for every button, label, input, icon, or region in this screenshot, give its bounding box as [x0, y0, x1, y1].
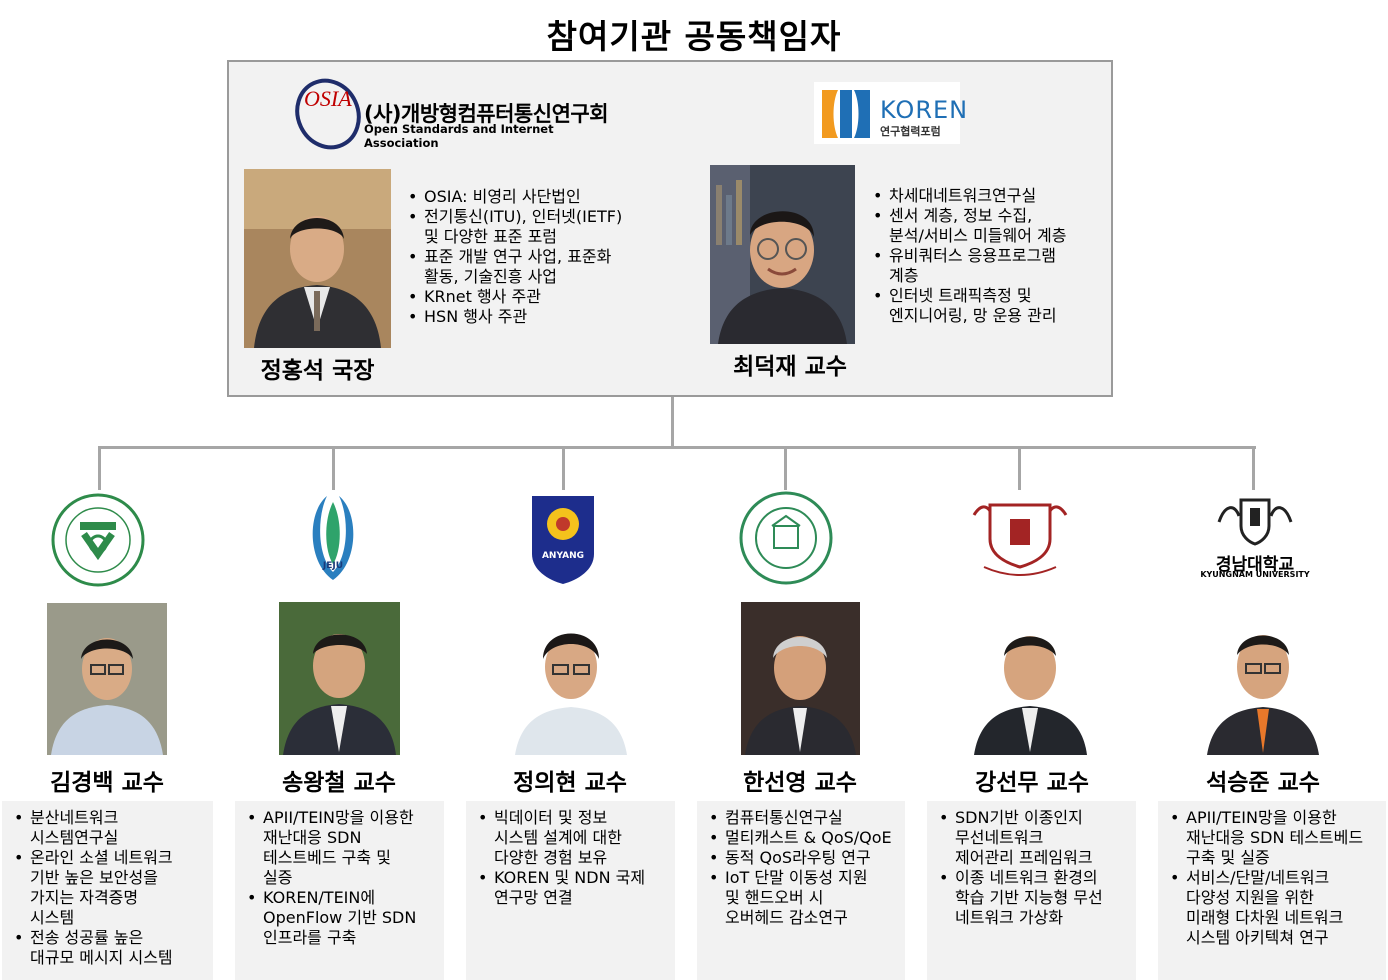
osia-person-photo: [244, 169, 391, 348]
bullet-item: 표준 개발 연구 사업, 표준화 활동, 기술진흥 사업: [408, 247, 648, 287]
bullet-item: 센서 계층, 정보 수집, 분석/서비스 미들웨어 계층: [873, 206, 1103, 246]
kyungnam-logo: 경남대학교 KYUNGNAM UNIVERSITY: [1200, 492, 1310, 584]
member-info-box: APII/TEIN망을 이용한 재난대응 SDN 테스트베드 구축 및 실증 K…: [235, 801, 444, 980]
bullet-item: HSN 행사 주관: [408, 307, 648, 327]
bullet-item: APII/TEIN망을 이용한 재난대응 SDN 테스트베드 구축 및 실증: [247, 808, 438, 888]
member-bullet-list: APII/TEIN망을 이용한 재난대응 SDN 테스트베드 구축 및 실증 K…: [247, 808, 438, 948]
member-photo: [741, 602, 860, 755]
connector-horizontal: [98, 446, 1256, 449]
osia-logo: OSIA (사)개방형컴퓨터통신연구회 Open Standards and I…: [292, 72, 612, 152]
member-name: 김경백 교수: [50, 770, 164, 796]
bullet-item: 유비쿼터스 응용프로그램 계층: [873, 246, 1103, 286]
bullet-item: 전기통신(ITU), 인터넷(IETF) 및 다양한 표준 포럼: [408, 207, 648, 247]
bullet-item: KOREN 및 NDN 국제 연구망 연결: [478, 868, 669, 908]
svg-text:ANYANG: ANYANG: [542, 551, 584, 561]
connector-trunk: [671, 397, 674, 447]
jnu-emblem-icon: [51, 493, 145, 587]
bullet-item: SDN기반 이종인지 무선네트워크 제어관리 프레임워크: [939, 808, 1130, 868]
connector-drop: [562, 446, 565, 490]
member-name: 한선영 교수: [743, 770, 857, 796]
svg-text:JEJU: JEJU: [322, 561, 343, 571]
osia-person-name: 정홍석 국장: [260, 358, 375, 384]
member-name: 강선무 교수: [975, 770, 1089, 796]
page-title: 참여기관 공동책임자: [546, 17, 842, 56]
connector-drop: [332, 446, 335, 490]
bullet-item: 서비스/단말/네트워크 다양성 지원을 위한 미래형 다차원 네트워크 시스템 …: [1170, 868, 1380, 948]
osia-bullet-list: OSIA: 비영리 사단법인 전기통신(ITU), 인터넷(IETF) 및 다양…: [408, 187, 648, 327]
koren-name: KOREN: [880, 96, 969, 124]
kyungnam-crest-icon: [1217, 498, 1293, 546]
member-bullet-list: APII/TEIN망을 이용한 재난대응 SDN 테스트베드 구축 및 실증 서…: [1170, 808, 1380, 948]
kyungnam-name-en: KYUNGNAM UNIVERSITY: [1200, 570, 1310, 579]
member-bullet-list: 컴퓨터통신연구실 멀티캐스트 & QoS/QoE 동적 QoS라우팅 연구 Io…: [709, 808, 899, 928]
bullet-item: KOREN/TEIN에 OpenFlow 기반 SDN 인프라를 구축: [247, 888, 438, 948]
bullet-item: 이종 네트워크 환경의 학습 기반 지능형 무선 네트워크 가상화: [939, 868, 1130, 928]
bullet-item: 차세대네트워크연구실: [873, 186, 1103, 206]
bullet-item: OSIA: 비영리 사단법인: [408, 187, 648, 207]
bullet-item: 컴퓨터통신연구실: [709, 808, 899, 828]
bullet-item: 온라인 소셜 네트워크 기반 높은 보안성을 가지는 자격증명 시스템: [14, 848, 207, 928]
bullet-item: 멀티캐스트 & QoS/QoE: [709, 828, 899, 848]
member-info-box: SDN기반 이종인지 무선네트워크 제어관리 프레임워크 이종 네트워크 환경의…: [927, 801, 1136, 980]
svg-text:OSIA: OSIA: [304, 86, 352, 111]
koren-person-photo: [710, 165, 855, 344]
koren-bullet-list: 차세대네트워크연구실 센서 계층, 정보 수집, 분석/서비스 미들웨어 계층 …: [873, 186, 1103, 326]
member-bullet-list: 분산네트워크 시스템연구실 온라인 소셜 네트워크 기반 높은 보안성을 가지는…: [14, 808, 207, 968]
jeju-emblem-icon: JEJU: [312, 496, 354, 580]
connector-drop: [1018, 446, 1021, 490]
bullet-item: IoT 단말 이동성 지원 및 핸드오버 시 오버헤드 감소연구: [709, 868, 899, 928]
member-name: 정의현 교수: [513, 770, 627, 796]
member-name: 석승준 교수: [1206, 770, 1320, 796]
anyang-shield-icon: ANYANG: [532, 496, 594, 584]
connector-drop: [1252, 446, 1255, 490]
bullet-item: 동적 QoS라우팅 연구: [709, 848, 899, 868]
jnu-logo: [50, 492, 146, 588]
member-info-box: 컴퓨터통신연구실 멀티캐스트 & QoS/QoE 동적 QoS라우팅 연구 Io…: [697, 801, 905, 980]
member-info-box: 분산네트워크 시스템연구실 온라인 소셜 네트워크 기반 높은 보안성을 가지는…: [2, 801, 213, 980]
member-bullet-list: 빅데이터 및 정보 시스템 설계에 대한 다양한 경험 보유 KOREN 및 N…: [478, 808, 669, 908]
bullet-item: KRnet 행사 주관: [408, 287, 648, 307]
koren-logo: KOREN 연구협력포럼: [814, 82, 967, 144]
bullet-item: APII/TEIN망을 이용한 재난대응 SDN 테스트베드 구축 및 실증: [1170, 808, 1380, 868]
member-photo: [1203, 603, 1323, 755]
bullet-item: 전송 성공률 높은 대규모 메시지 시스템: [14, 928, 207, 968]
member-info-box: APII/TEIN망을 이용한 재난대응 SDN 테스트베드 구축 및 실증 서…: [1158, 801, 1386, 980]
connector-drop: [784, 446, 787, 490]
bullet-item: 인터넷 트래픽측정 및 엔지니어링, 망 운용 관리: [873, 286, 1103, 326]
member-info-box: 빅데이터 및 정보 시스템 설계에 대한 다양한 경험 보유 KOREN 및 N…: [466, 801, 675, 980]
koren-person-name: 최덕재 교수: [733, 354, 847, 380]
member-bullet-list: SDN기반 이종인지 무선네트워크 제어관리 프레임워크 이종 네트워크 환경의…: [939, 808, 1130, 928]
bullet-item: 빅데이터 및 정보 시스템 설계에 대한 다양한 경험 보유: [478, 808, 669, 868]
anyang-logo: ANYANG: [530, 492, 596, 584]
konkuk-seal-icon: [739, 491, 833, 585]
kyungnam-name-ko: 경남대학교: [1215, 555, 1295, 575]
osia-name-en: Open Standards and Internet Association: [364, 122, 554, 150]
osia-name-ko: (사)개방형컴퓨터통신연구회: [364, 102, 609, 126]
osia-emblem-icon: OSIA: [295, 78, 361, 150]
konkuk-logo: [738, 490, 834, 586]
khu-logo: [970, 495, 1070, 579]
koren-mark-icon: [822, 90, 870, 138]
khu-crest-icon: [972, 503, 1068, 576]
member-photo: [47, 603, 167, 755]
member-photo: [511, 603, 631, 755]
member-name: 송왕철 교수: [282, 770, 396, 796]
bullet-item: 분산네트워크 시스템연구실: [14, 808, 207, 848]
koren-sub: 연구협력포럼: [880, 125, 941, 138]
member-photo: [970, 602, 1091, 755]
connector-drop: [98, 446, 101, 490]
jeju-logo: JEJU: [297, 492, 369, 584]
member-photo: [279, 602, 400, 755]
